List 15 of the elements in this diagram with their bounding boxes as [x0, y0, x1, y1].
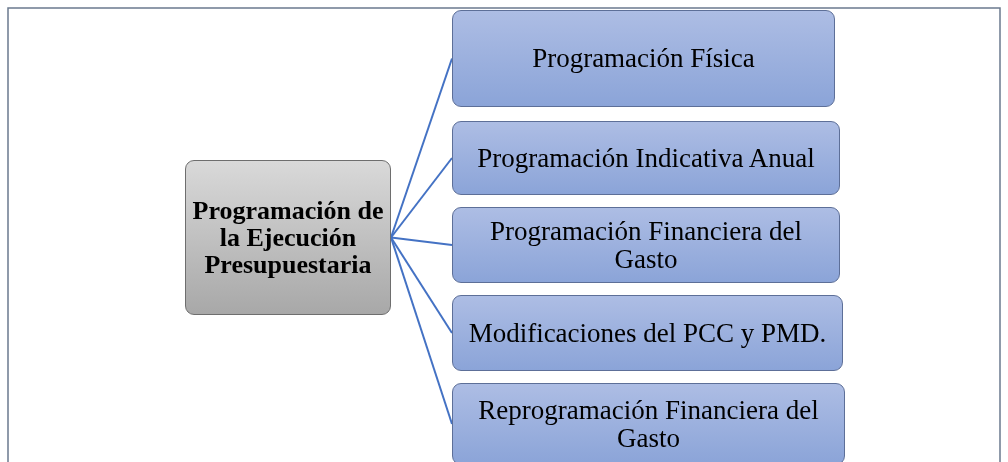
subtopic-box	[452, 295, 843, 371]
connector-line	[390, 236, 453, 334]
connector-line	[390, 236, 453, 246]
connector-line	[390, 157, 453, 239]
subtopic-box	[452, 383, 845, 462]
subtopic-box	[452, 207, 840, 283]
subtopic-label: Programación Financiera del Gasto	[489, 216, 803, 274]
subtopic-label: Reprogramación Financiera del Gasto	[477, 395, 820, 453]
main-topic-box	[185, 160, 391, 315]
subtopic-label: Programación Indicativa Anual	[477, 143, 815, 173]
subtopic-label: Modificaciones del PCC y PMD.	[468, 318, 827, 348]
subtopic-box	[452, 10, 835, 107]
subtopic-label: Programación Física	[532, 44, 755, 73]
subtopic-box	[452, 121, 840, 195]
topic-title: Programación de la Ejecución Presupuestaria	[191, 196, 385, 279]
